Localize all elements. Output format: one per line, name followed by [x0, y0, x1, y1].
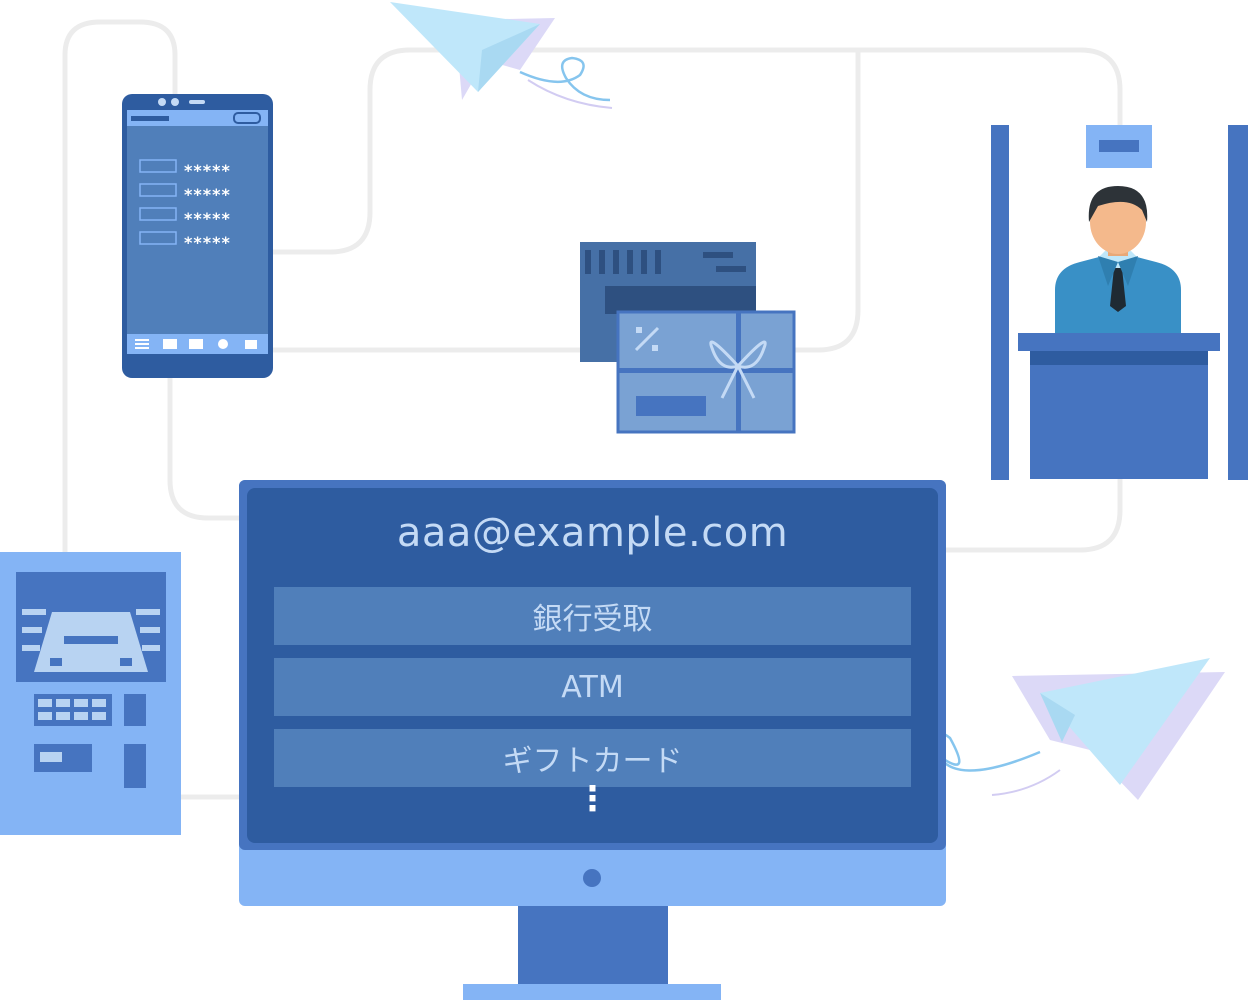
- svg-text:*****: *****: [184, 233, 231, 252]
- bank-transfer-button[interactable]: 銀行受取: [274, 587, 911, 645]
- connector-lines: [62, 19, 1123, 800]
- monitor-screen: aaa@example.com 銀行受取 ATM ギフトカード ⋮: [239, 480, 946, 906]
- more-options-indicator: ⋮: [575, 779, 610, 819]
- svg-text:*****: *****: [184, 185, 231, 204]
- svg-text:*****: *****: [184, 209, 231, 228]
- gift-card-icon: [580, 242, 796, 434]
- bank-teller-icon: [991, 125, 1248, 480]
- smartphone-icon: ***** ***** ***** *****: [122, 94, 273, 378]
- gift-card-button[interactable]: ギフトカード: [274, 729, 911, 787]
- atm-machine-icon: [0, 552, 181, 835]
- paper-plane-icon: [390, 2, 613, 109]
- atm-button[interactable]: ATM: [274, 658, 911, 716]
- svg-text:*****: *****: [184, 161, 231, 180]
- email-address: aaa@example.com: [396, 510, 789, 556]
- paper-plane-icon: [879, 658, 1225, 800]
